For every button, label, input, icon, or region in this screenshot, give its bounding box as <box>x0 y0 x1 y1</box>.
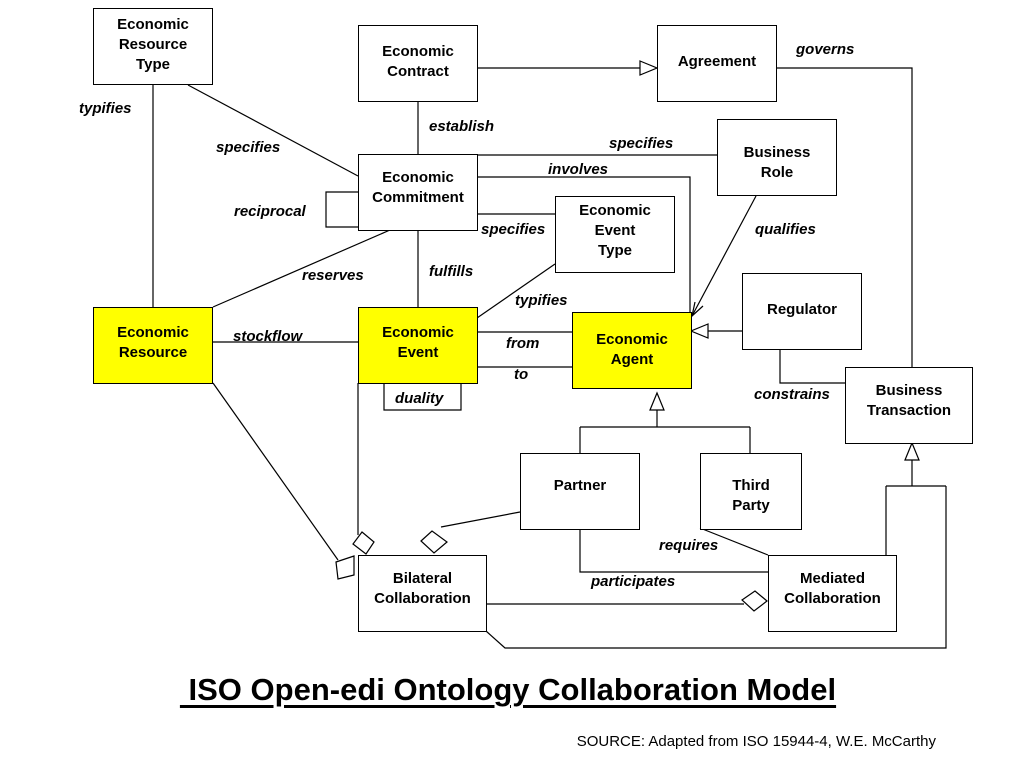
line-typifies-mid <box>476 263 556 319</box>
partner-box[interactable]: Partner <box>520 453 640 530</box>
source-note: SOURCE: Adapted from ISO 15944-4, W.E. M… <box>576 733 936 750</box>
business-role-box[interactable]: Business Role <box>717 119 837 196</box>
arrow-regulator <box>689 323 709 339</box>
economic-commitment-box[interactable]: Economic Commitment <box>358 154 478 231</box>
specifies-mid-label: specifies <box>481 221 546 238</box>
line-reciprocal <box>325 191 358 228</box>
participates-label: participates <box>591 573 676 590</box>
to-label: to <box>514 366 529 383</box>
mediated-collaboration-box[interactable]: Mediated Collaboration <box>768 555 897 632</box>
duality-label: duality <box>395 390 444 407</box>
establish-label: establish <box>429 118 495 135</box>
line-bilateral-partner <box>440 511 521 528</box>
agreement-box[interactable]: Agreement <box>657 25 777 102</box>
line-bilateral-bt <box>485 486 947 649</box>
arrow-agent-tree <box>649 391 665 411</box>
involves-label: involves <box>548 161 609 178</box>
arrow-qualifies <box>691 301 704 318</box>
diamond-mediated <box>741 590 768 612</box>
requires-label: requires <box>659 537 719 554</box>
reserves-label: reserves <box>302 267 364 284</box>
line-participates <box>579 529 768 573</box>
specifies-left-label: specifies <box>216 139 281 156</box>
economic-resource-type-box[interactable]: Economic Resource Type <box>93 8 213 85</box>
economic-resource-box[interactable]: Economic Resource <box>93 307 213 384</box>
regulator-box[interactable]: Regulator <box>742 273 862 350</box>
line-reserves <box>212 229 391 308</box>
business-transaction-box[interactable]: Business Transaction <box>845 367 973 444</box>
specifies-right-label: specifies <box>609 135 674 152</box>
qualifies-label: qualifies <box>755 221 816 238</box>
constrains-label: constrains <box>754 386 830 403</box>
typifies-left-label: typifies <box>79 100 132 117</box>
economic-event-type-box[interactable]: Economic Event Type <box>555 196 675 273</box>
diamond-partner <box>420 530 448 554</box>
line-bilateral-resource <box>212 382 339 561</box>
economic-event-box[interactable]: Economic Event <box>358 307 478 384</box>
line-requires <box>699 527 769 556</box>
fulfills-label: fulfills <box>429 263 474 280</box>
typifies-mid-label: typifies <box>515 292 568 309</box>
governs-label: governs <box>796 41 855 58</box>
page-title: ISO Open-edi Ontology Collaboration Mode… <box>179 672 837 707</box>
economic-contract-box[interactable]: Economic Contract <box>358 25 478 102</box>
line-governs <box>776 67 913 367</box>
diamond-resource <box>335 555 355 580</box>
stockflow-label: stockflow <box>233 328 303 345</box>
from-label: from <box>506 335 540 352</box>
line-involves <box>477 176 691 313</box>
line-qualifies <box>691 195 757 317</box>
diamond-event <box>352 531 375 555</box>
economic-agent-box[interactable]: Economic Agent <box>572 312 692 389</box>
third-party-box[interactable]: Third Party <box>700 453 802 530</box>
bilateral-collaboration-box[interactable]: Bilateral Collaboration <box>358 555 487 632</box>
reciprocal-label: reciprocal <box>234 203 306 220</box>
line-duality-box <box>383 383 462 411</box>
arrow-business-transaction <box>904 441 920 461</box>
arrow-agreement <box>639 60 659 76</box>
line-constrains <box>779 349 845 384</box>
line-specifies-left <box>187 84 359 177</box>
